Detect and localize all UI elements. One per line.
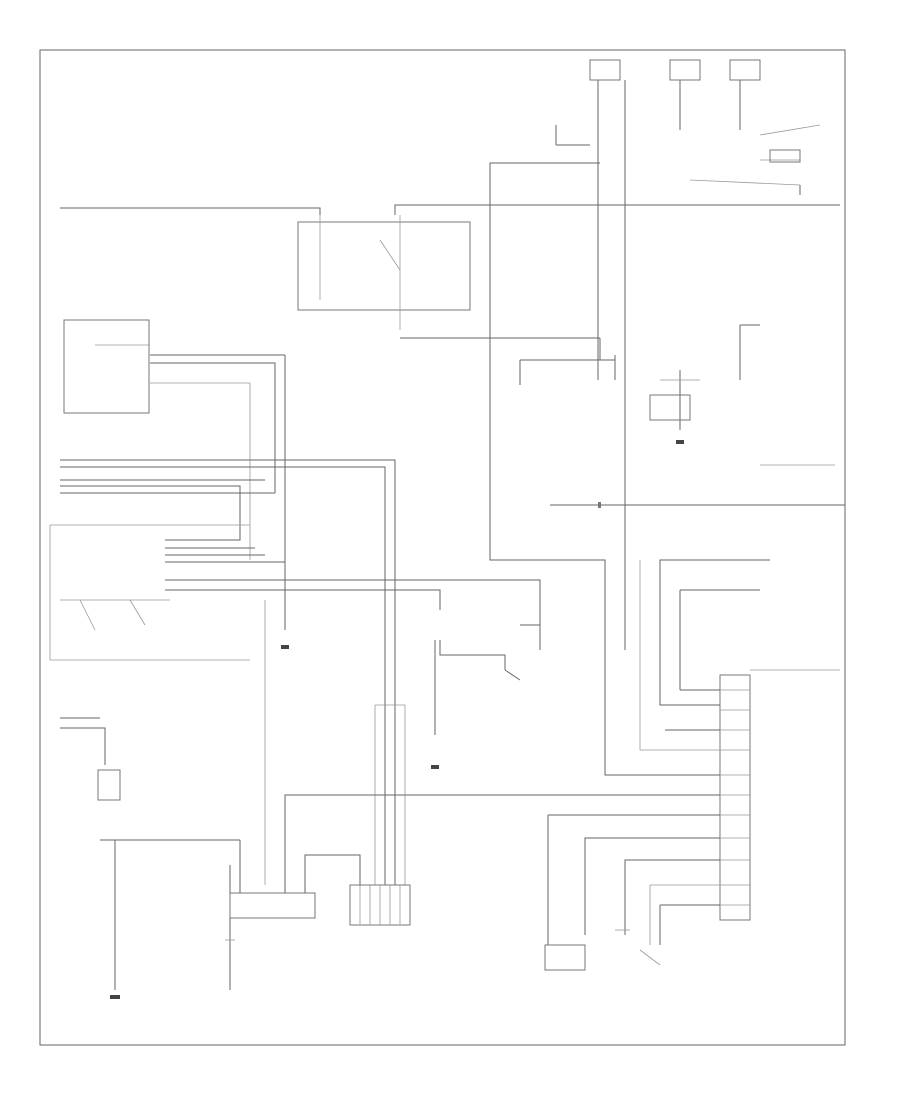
ground-symbol — [676, 440, 684, 444]
middle-grounds — [264, 600, 521, 885]
left-input-lines — [60, 459, 396, 885]
wire-green-riser — [489, 162, 720, 776]
wire-cyan-mid — [520, 624, 541, 650]
green-signal-wire-top — [60, 162, 840, 776]
switch-module-left — [49, 524, 541, 661]
pcm-connector-right — [719, 669, 840, 921]
wire-blue-right — [659, 559, 770, 706]
wire-green-low — [284, 794, 720, 893]
wire-orange-top — [150, 362, 276, 493]
connector-strip-bottom — [349, 884, 411, 926]
wire-green-top — [60, 204, 600, 215]
wire-red-right — [624, 859, 720, 935]
right-relay — [649, 324, 835, 466]
wire-orange-3 — [60, 485, 241, 541]
diagram-frame — [39, 49, 846, 1046]
right-bottom-sensors — [544, 929, 661, 971]
bottom-center-module — [225, 794, 720, 990]
relay-module-top — [297, 215, 616, 385]
wire-red-mid — [439, 640, 506, 670]
pcm-input-wires — [547, 559, 770, 945]
top-right-fuse-bus — [555, 59, 821, 650]
connector-bar-505 — [550, 502, 845, 508]
wire-green-low-2 — [304, 854, 361, 893]
wire-blue-mid — [165, 579, 541, 625]
wire-cyan-2 — [60, 466, 386, 885]
left-bottom-sensor — [60, 717, 240, 999]
wire-green-mid — [165, 589, 441, 610]
wire-lightblue — [60, 727, 106, 765]
wire-yellow — [584, 837, 720, 935]
left-top-switch — [63, 319, 286, 600]
wire-cyan-long — [60, 459, 396, 885]
